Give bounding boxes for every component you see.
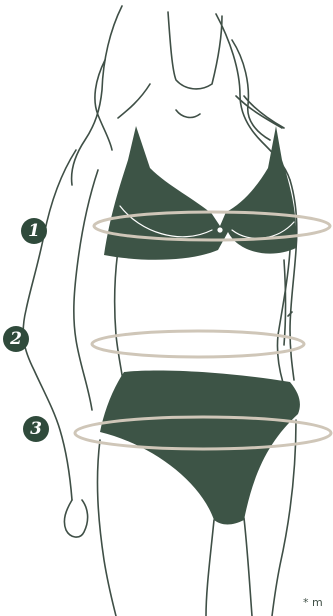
- waist-measurement-band: [92, 331, 304, 357]
- marker-waist: 2: [3, 326, 29, 352]
- marker-bust-label: 1: [28, 223, 40, 240]
- marker-waist-label: 2: [10, 331, 22, 348]
- hair-outline: [72, 6, 290, 185]
- marker-hips-label: 3: [30, 421, 42, 438]
- left-arm: [23, 150, 98, 537]
- torso-outline: [115, 250, 290, 392]
- marker-bust: 1: [21, 218, 47, 244]
- marker-hips: 3: [23, 416, 49, 442]
- footnote-text: * m: [303, 596, 323, 609]
